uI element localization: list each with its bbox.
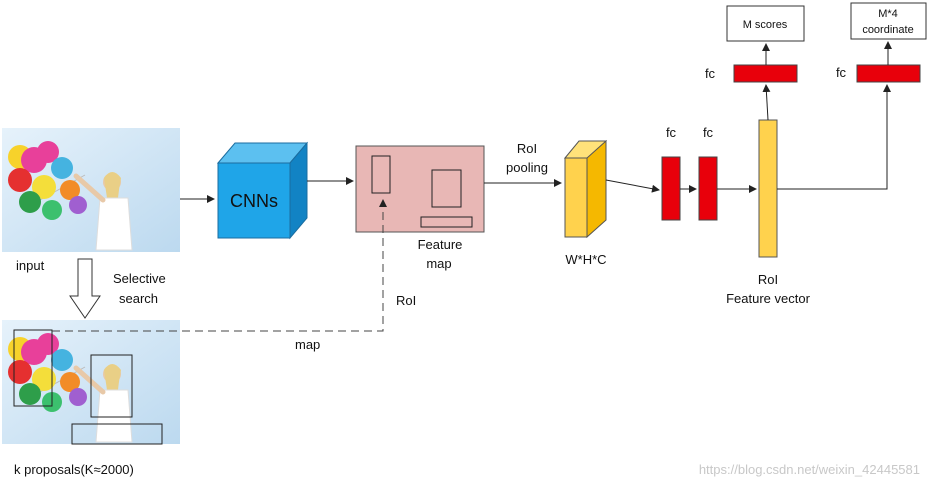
arrow-vector-fcscores: [762, 84, 771, 121]
arrow-pool-fc1: [605, 179, 660, 193]
m4-coordinate-box: [850, 2, 927, 40]
feature-map-box-bottom: [420, 216, 473, 228]
label-selective: Selective: [113, 271, 166, 286]
label-coordinate: coordinate: [862, 24, 913, 36]
label-whc: W*H*C: [565, 252, 606, 267]
label-m-scores: M scores: [743, 19, 788, 31]
label-roi-dashed: RoI: [396, 293, 416, 308]
proposal-box-bottom: [71, 423, 163, 445]
label-fc-1: fc: [666, 125, 677, 140]
feature-map: [355, 145, 485, 233]
cnn-box: [216, 141, 309, 240]
label-roi-vector-2: Feature vector: [726, 291, 810, 306]
fc-scores-layer: [733, 64, 798, 83]
label-map: map: [426, 256, 451, 271]
feature-map-roi-box: [371, 155, 391, 194]
label-fc-2: fc: [703, 125, 714, 140]
label-input: input: [16, 258, 45, 273]
fc-layer-1: [661, 156, 681, 221]
selective-search-arrow: [69, 258, 101, 319]
label-m4: M*4: [878, 8, 898, 20]
label-search: search: [119, 291, 158, 306]
label-roi-vector-1: RoI: [758, 272, 778, 287]
roi-pooling-block: [563, 139, 608, 239]
fc-layer-2: [698, 156, 718, 221]
m-scores-box: [726, 5, 805, 42]
label-roi-pooling-1: RoI: [517, 141, 537, 156]
arrow-vector-fccoords: [777, 84, 891, 190]
input-image: [2, 128, 180, 252]
roi-feature-vector: [758, 119, 778, 258]
proposal-box-balloons: [13, 329, 53, 407]
fc-coords-layer: [856, 64, 921, 83]
label-roi-pooling-2: pooling: [506, 160, 548, 175]
girl-graphic: [73, 172, 133, 251]
girl-graphic-2: [73, 364, 133, 443]
projection-dashed-line: [52, 199, 387, 332]
label-map-dashed: map: [295, 337, 320, 352]
watermark: https://blog.csdn.net/weixin_42445581: [699, 462, 920, 477]
label-fc-coords: fc: [836, 65, 847, 80]
balloons-graphic: [8, 141, 87, 220]
proposals-image: [2, 320, 180, 445]
label-fc-scores: fc: [705, 66, 716, 81]
label-cnns: CNNs: [230, 191, 278, 211]
label-k-proposals: k proposals(K≈2000): [14, 462, 134, 477]
label-feature: Feature: [418, 237, 463, 252]
feature-map-box-right: [431, 169, 462, 208]
proposal-box-girl: [90, 354, 133, 418]
